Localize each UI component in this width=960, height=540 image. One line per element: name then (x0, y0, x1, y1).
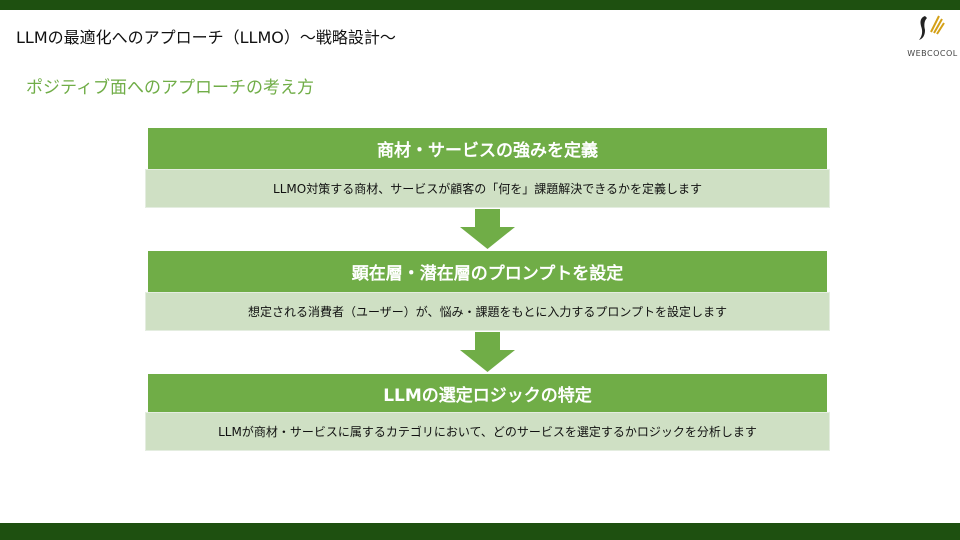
step-1-description: LLMO対策する商材、サービスが顧客の「何を」課題解決できるかを定義します (145, 169, 830, 208)
logo-text: WEBCOCOL (907, 49, 958, 58)
step-2-title: 顕在層・潜在層のプロンプトを設定 (148, 251, 827, 292)
step-3-title: LLMの選定ロジックの特定 (148, 374, 827, 412)
step-2-description: 想定される消費者（ユーザー）が、悩み・課題をもとに入力するプロンプトを設定します (145, 292, 830, 331)
step-1-title: 商材・サービスの強みを定義 (148, 128, 827, 169)
top-bar (0, 0, 960, 10)
down-arrow-icon (460, 209, 515, 249)
bottom-bar (0, 523, 960, 540)
step-3-description: LLMが商材・サービスに属するカテゴリにおいて、どのサービスを選定するかロジック… (145, 412, 830, 451)
section-subtitle: ポジティブ面へのアプローチの考え方 (26, 78, 314, 98)
bird-logo-icon (919, 15, 945, 40)
webcocol-logo: WEBCOCOL (905, 12, 960, 62)
down-arrow-icon (460, 332, 515, 372)
page-title: LLMの最適化へのアプローチ（LLMO）～戦略設計～ (16, 28, 396, 47)
